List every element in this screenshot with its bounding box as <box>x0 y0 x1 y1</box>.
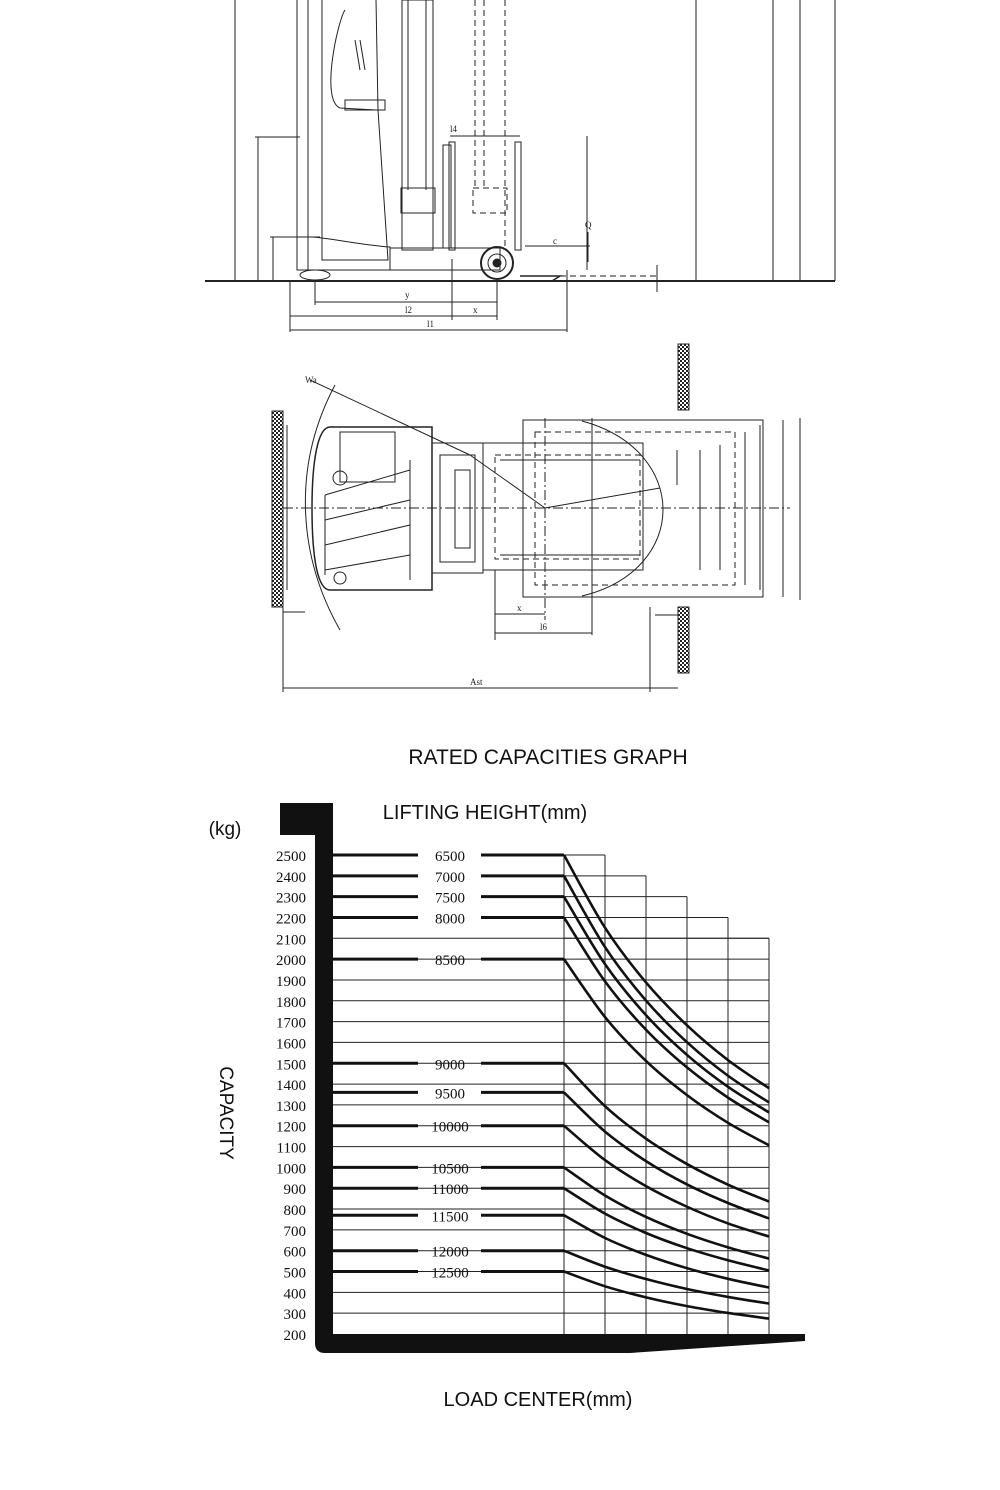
series-label: 10500 <box>431 1161 469 1177</box>
series-label: 8000 <box>435 911 465 927</box>
y-tick-labels: 2500 2400 2300 2200 2100 2000 1900 1800 1700 1600… <box>276 849 306 1344</box>
series-curve-8500 <box>562 958 770 1147</box>
turning-arc <box>304 384 341 631</box>
top-view-drawing <box>271 343 801 692</box>
capacity-chart: RATED CAPACITIES GRAPH LIFTING HEIGHT(mm… <box>209 746 805 1411</box>
label-y: y <box>405 290 410 300</box>
y-tick-label: 1600 <box>276 1036 306 1052</box>
y-tick-label: 2300 <box>276 891 306 907</box>
y-tick-label: 1200 <box>276 1120 306 1136</box>
label-l1: l1 <box>427 319 434 329</box>
y-tick-label: 2500 <box>276 849 306 865</box>
series-curve-12500 <box>563 1270 770 1320</box>
y-tick-label: 1300 <box>276 1099 306 1115</box>
y-tick-label: 1900 <box>276 974 306 990</box>
label-x: x <box>473 305 478 315</box>
y-tick-label: 2200 <box>276 911 306 927</box>
y-tick-label: 2000 <box>276 953 306 969</box>
label-ast: Ast <box>470 677 483 687</box>
label-q: Q <box>585 220 592 230</box>
y-tick-label: 2100 <box>276 932 306 948</box>
chart-series: 6500 7000 7500 8000 8500 9000 9500 10000 10500 11… <box>333 849 770 1320</box>
y-tick-label: 1100 <box>277 1141 306 1157</box>
y-tick-label: 800 <box>284 1203 307 1219</box>
y-unit-label: (kg) <box>209 819 242 840</box>
x-axis-label: LOAD CENTER(mm) <box>444 1389 633 1411</box>
y-tick-label: 900 <box>284 1182 307 1198</box>
fork-carriage <box>482 442 644 571</box>
series-label: 9000 <box>435 1057 465 1073</box>
label-l2: l2 <box>405 305 412 315</box>
label-l4: l4 <box>450 124 458 134</box>
label-wa: Wa <box>305 375 317 385</box>
series-curve-9500 <box>563 1091 770 1220</box>
series-label: 6500 <box>435 849 465 865</box>
y-tick-label: 200 <box>284 1328 307 1344</box>
wall-left <box>271 410 284 608</box>
series-label: 9500 <box>435 1086 465 1102</box>
series-curve-8000 <box>562 916 770 1124</box>
series-label: 11500 <box>432 1209 469 1225</box>
series-curve-6500 <box>562 854 770 1090</box>
label-c: c <box>553 236 557 246</box>
wall-right-bottom <box>677 606 690 674</box>
y-tick-label: 1700 <box>276 1016 306 1032</box>
y-tick-label: 1800 <box>276 995 306 1011</box>
y-tick-label: 1000 <box>276 1161 306 1177</box>
series-curve-7000 <box>562 875 770 1104</box>
series-curve-12000 <box>563 1249 770 1305</box>
operator-cab <box>321 0 389 261</box>
mast <box>401 0 434 251</box>
fork <box>520 275 563 282</box>
label-x-top: x <box>517 603 522 613</box>
label-l6: l6 <box>540 622 548 632</box>
side-view-drawing <box>205 0 836 332</box>
side-view-labels: l4 Q c l2 x l1 y <box>405 124 592 329</box>
truck-chassis <box>311 426 433 591</box>
top-view-labels: Wa x l6 Ast <box>305 375 548 687</box>
y-tick-label: 700 <box>284 1224 307 1240</box>
series-curve-10000 <box>563 1124 770 1238</box>
series-curve-7500 <box>562 895 770 1114</box>
chart-grid <box>333 854 770 1334</box>
series-curve-10500 <box>563 1166 770 1260</box>
y-tick-label: 1500 <box>276 1057 306 1073</box>
wall-right-top <box>677 343 690 411</box>
y-tick-label: 1400 <box>276 1078 306 1094</box>
y-tick-label: 600 <box>284 1245 307 1261</box>
series-label: 7000 <box>435 870 465 886</box>
y-tick-label: 300 <box>284 1307 307 1323</box>
chart-title: RATED CAPACITIES GRAPH <box>408 746 687 769</box>
y-tick-label: 500 <box>284 1266 307 1282</box>
y-tick-label: 2400 <box>276 870 306 886</box>
drive-wheel <box>299 269 331 281</box>
y-axis-label: CAPACITY <box>215 1066 236 1160</box>
chart-subtitle: LIFTING HEIGHT(mm) <box>383 802 587 824</box>
series-label: 10000 <box>431 1120 469 1136</box>
chart-axis-frame <box>280 803 805 1353</box>
series-label: 11000 <box>432 1182 469 1198</box>
series-label: 12500 <box>431 1266 469 1282</box>
series-curve-11500 <box>563 1214 770 1289</box>
truck-body <box>296 0 391 271</box>
series-label: 8500 <box>435 953 465 969</box>
series-label: 7500 <box>435 891 465 907</box>
series-curve-9000 <box>563 1062 770 1203</box>
series-label: 12000 <box>431 1245 469 1261</box>
series-curve-11000 <box>563 1187 770 1272</box>
y-tick-label: 400 <box>284 1286 307 1302</box>
